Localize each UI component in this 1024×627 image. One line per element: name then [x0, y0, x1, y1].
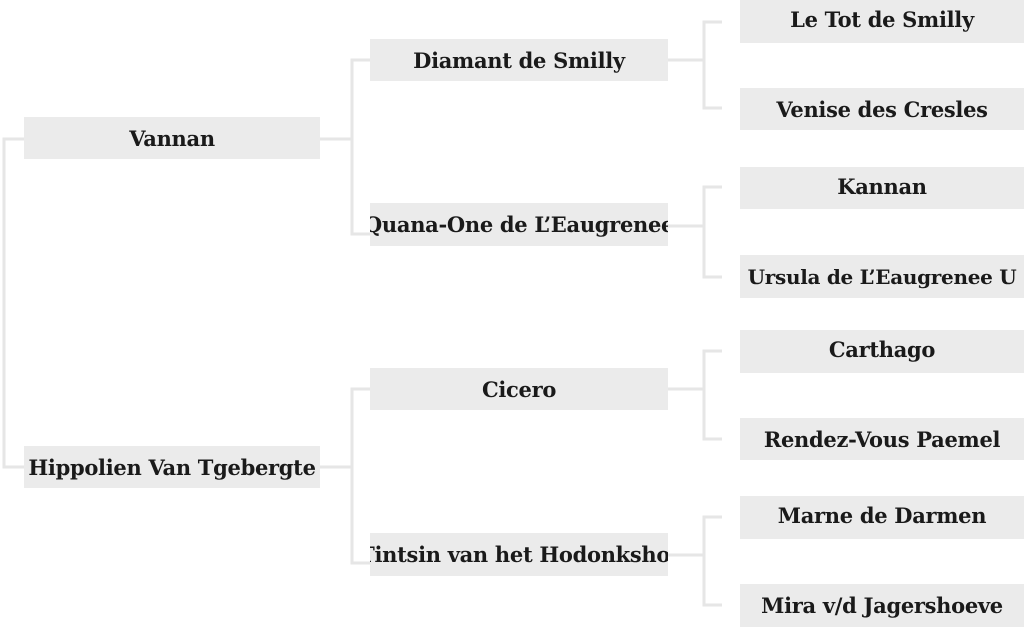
- ggp-3-box: Kannan: [740, 167, 1024, 209]
- dam-sire-name: Cicero: [481, 376, 557, 402]
- connector-quana: [668, 185, 722, 279]
- ggp-5-name: Carthago: [828, 337, 936, 362]
- connector-vannan: [320, 58, 370, 236]
- sire-box: Vannan: [24, 117, 320, 159]
- dam-sire-box: Cicero: [370, 368, 668, 410]
- connector-root: [2, 137, 24, 469]
- sire-dam-box: Quana-One de L’Eaugrenee: [370, 203, 668, 246]
- sire-sire-name: Diamant de Smilly: [413, 47, 625, 73]
- dam-name: Hippolien Van Tgebergte: [28, 454, 316, 480]
- ggp-4-name: Ursula de L’Eaugrenee U: [747, 264, 1017, 289]
- sire-dam-name: Quana-One de L’Eaugrenee: [370, 212, 668, 237]
- ggp-2-box: Venise des Cresles: [740, 88, 1024, 130]
- sire-name: Vannan: [129, 125, 215, 151]
- ggp-5-box: Carthago: [740, 330, 1024, 373]
- sire-sire-box: Diamant de Smilly: [370, 39, 668, 81]
- ggp-7-box: Marne de Darmen: [740, 496, 1024, 539]
- connector-tintsin: [668, 515, 722, 607]
- dam-dam-box: Tintsin van het Hodonkshof: [370, 533, 668, 576]
- ggp-8-box: Mira v/d Jagershoeve: [740, 584, 1024, 627]
- ggp-1-box: Le Tot de Smilly: [740, 0, 1024, 43]
- ggp-6-box: Rendez-Vous Paemel: [740, 418, 1024, 460]
- ggp-8-name: Mira v/d Jagershoeve: [761, 593, 1003, 618]
- ggp-1-name: Le Tot de Smilly: [790, 7, 974, 32]
- ggp-2-name: Venise des Cresles: [776, 96, 988, 122]
- ggp-4-box: Ursula de L’Eaugrenee U: [740, 255, 1024, 298]
- ggp-3-name: Kannan: [837, 174, 927, 199]
- connector-cicero: [668, 349, 722, 441]
- dam-box: Hippolien Van Tgebergte: [24, 446, 320, 488]
- connector-hippolien: [320, 387, 370, 565]
- connector-diamant: [668, 20, 722, 110]
- ggp-7-name: Marne de Darmen: [777, 503, 987, 528]
- ggp-6-name: Rendez-Vous Paemel: [763, 426, 1001, 452]
- dam-dam-name: Tintsin van het Hodonkshof: [370, 542, 668, 567]
